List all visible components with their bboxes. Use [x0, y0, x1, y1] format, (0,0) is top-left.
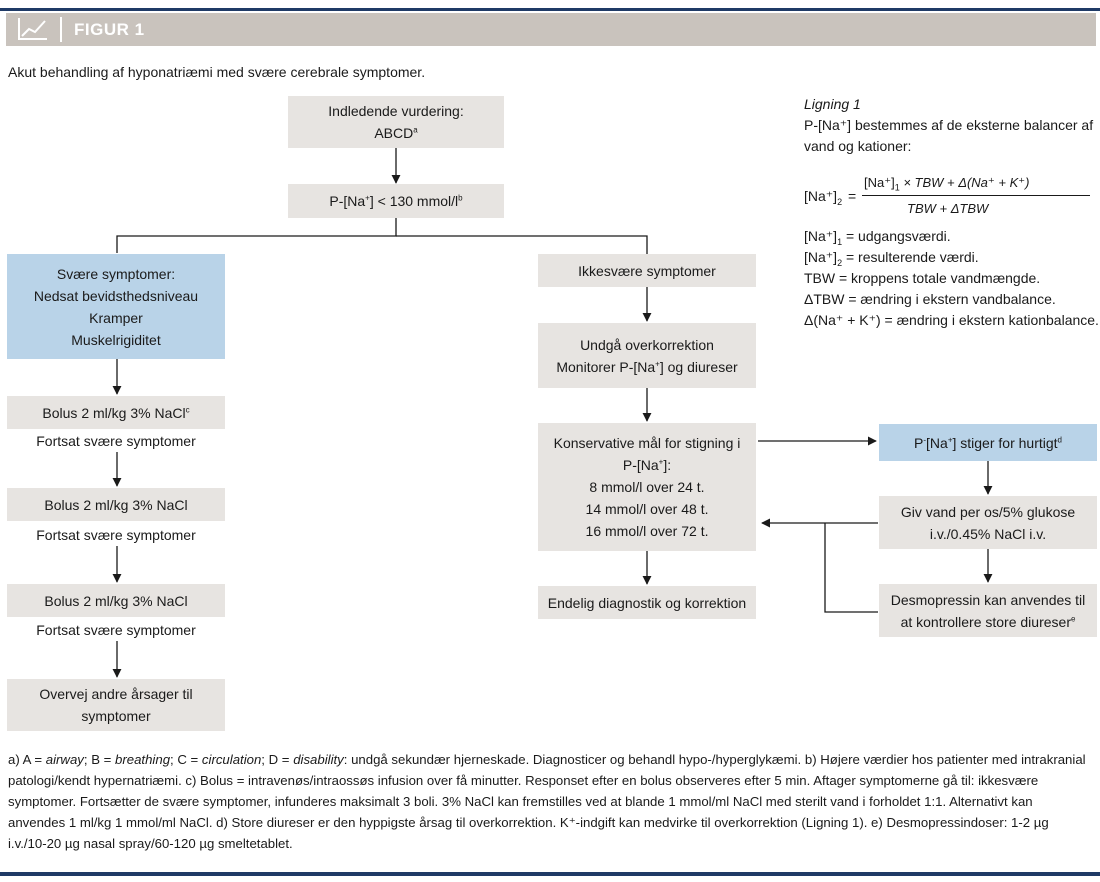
equation-definitions: [Na⁺]1 = udgangsværdi. [Na⁺]2 = resulter… — [804, 226, 1100, 331]
conservative-goals-box: Konservative mål for stigning i P-[Na+]:… — [538, 423, 756, 551]
bolus-3-text: Bolus 2 ml/kg 3% NaCl — [44, 592, 188, 609]
continued-symptoms-3: Fortsat svære symptomer — [36, 622, 196, 638]
desmo-line1: Desmopressin kan anvendes til — [890, 591, 1086, 608]
definition-3: TBW = kroppens totale vandmængde. — [804, 270, 1041, 286]
sodium-rising-box: P-[Na+] stiger for hurtigtd — [879, 424, 1097, 461]
nonsevere-text: Ikkesvære symptomer — [578, 262, 716, 279]
final-diagnostics-box: Endelig diagnostik og korrektion — [538, 586, 756, 619]
definition-2: [Na⁺]2 = resulterende værdi. — [804, 249, 979, 268]
feedback-desmo — [824, 523, 878, 613]
definition-5: Δ(Na⁺ + K⁺) = ændring i ekstern kationba… — [804, 312, 1099, 328]
equation-panel: Ligning 1 P-[Na⁺] bestemmes af de ekster… — [804, 94, 1099, 328]
severe-symptom-2: Kramper — [89, 309, 143, 326]
avoid-overcorrection-box: Undgå overkorrektion Monitorer P-[Na+] o… — [538, 323, 756, 388]
equation-title: Ligning 1 — [804, 96, 861, 112]
goals-line3: 8 mmol/l over 24 t. — [589, 479, 705, 495]
severe-symptom-3: Muskelrigiditet — [71, 331, 161, 348]
give-water-box: Giv vand per os/5% glukose i.v./0.45% Na… — [879, 496, 1097, 549]
top-rule — [0, 8, 1100, 11]
consider-line1: Overvej andre årsager til — [39, 686, 193, 702]
equation-desc-line2: vand og kationer: — [804, 138, 912, 154]
equation-formula: [Na⁺]2 = [Na⁺]1 × TBW + Δ(Na⁺ + K⁺) TBW … — [804, 174, 1100, 220]
desmopressin-box: Desmopressin kan anvendes til at kontrol… — [879, 584, 1097, 637]
initial-assessment-line2: ABCDa — [374, 125, 418, 141]
formula-denominator: TBW + ΔTBW — [907, 201, 989, 216]
water-line1: Giv vand per os/5% glukose — [900, 503, 1076, 520]
severe-symptoms-box: Svære symptomer: Nedsat bevidsthedsnivea… — [7, 254, 225, 359]
bolus-2-text: Bolus 2 ml/kg 3% NaCl — [44, 496, 188, 513]
equation-desc-line1: P-[Na⁺] bestemmes af de eksterne balance… — [804, 117, 1094, 133]
final-text: Endelig diagnostik og korrektion — [547, 594, 747, 611]
water-line2: i.v./0.45% NaCl i.v. — [929, 525, 1047, 542]
nonsevere-symptoms-box: Ikkesvære symptomer — [538, 254, 756, 287]
definition-1: [Na⁺]1 = udgangsværdi. — [804, 228, 951, 247]
footnotes: a) A = airway; B = breathing; C = circul… — [8, 752, 1086, 851]
formula-equals: = — [848, 188, 857, 204]
formula-lhs: [Na⁺]2 — [804, 188, 843, 207]
bolus-box-3: Bolus 2 ml/kg 3% NaCl — [7, 584, 225, 617]
desmo-line2: at kontrollere store diuresere — [900, 613, 1076, 630]
header-separator — [60, 17, 62, 42]
severe-symptoms-title: Svære symptomer: — [56, 265, 176, 282]
definition-4: ΔTBW = ændring i ekstern vandbalance. — [804, 291, 1056, 307]
consider-other-causes-box: Overvej andre årsager til symptomer — [7, 679, 225, 731]
figure-label: FIGUR 1 — [74, 20, 145, 39]
figure-caption: Akut behandling af hyponatriæmi med svær… — [8, 64, 426, 80]
line-chart-icon — [18, 18, 47, 40]
bolus-box-2: Bolus 2 ml/kg 3% NaCl — [7, 488, 225, 521]
fraction-bar — [862, 195, 1090, 196]
sodium-threshold-text: P-[Na+] < 130 mmol/lb — [329, 193, 463, 209]
avoid-line1: Undgå overkorrektion — [580, 336, 714, 353]
consider-line2: symptomer — [81, 708, 151, 724]
goals-line5: 16 mmol/l over 72 t. — [585, 523, 709, 539]
initial-assessment-box: Indledende vurdering: ABCDa — [288, 96, 504, 148]
formula-numerator: [Na⁺]1 × TBW + Δ(Na⁺ + K⁺) — [864, 175, 1030, 193]
rising-text: P-[Na+] stiger for hurtigtd — [914, 434, 1062, 451]
bottom-rule — [0, 872, 1100, 876]
branch-left — [116, 218, 397, 253]
initial-assessment-line1: Indledende vurdering: — [328, 103, 464, 119]
sodium-threshold-box: P-[Na+] < 130 mmol/lb — [288, 184, 504, 218]
bolus-1-text: Bolus 2 ml/kg 3% NaClc — [42, 404, 190, 421]
goals-line4: 14 mmol/l over 48 t. — [585, 501, 709, 517]
bolus-box-1: Bolus 2 ml/kg 3% NaClc — [7, 396, 225, 429]
continued-symptoms-1: Fortsat svære symptomer — [36, 433, 196, 449]
avoid-line2: Monitorer P-[Na+] og diureser — [556, 358, 738, 375]
continued-symptoms-2: Fortsat svære symptomer — [36, 527, 196, 543]
figure-header: FIGUR 1 — [6, 13, 1096, 46]
severe-symptom-1: Nedsat bevidsthedsniveau — [33, 287, 199, 304]
branch-right — [396, 235, 648, 254]
goals-line2: P-[Na+]: — [622, 457, 672, 473]
goals-line1: Konservative mål for stigning i — [553, 435, 741, 451]
